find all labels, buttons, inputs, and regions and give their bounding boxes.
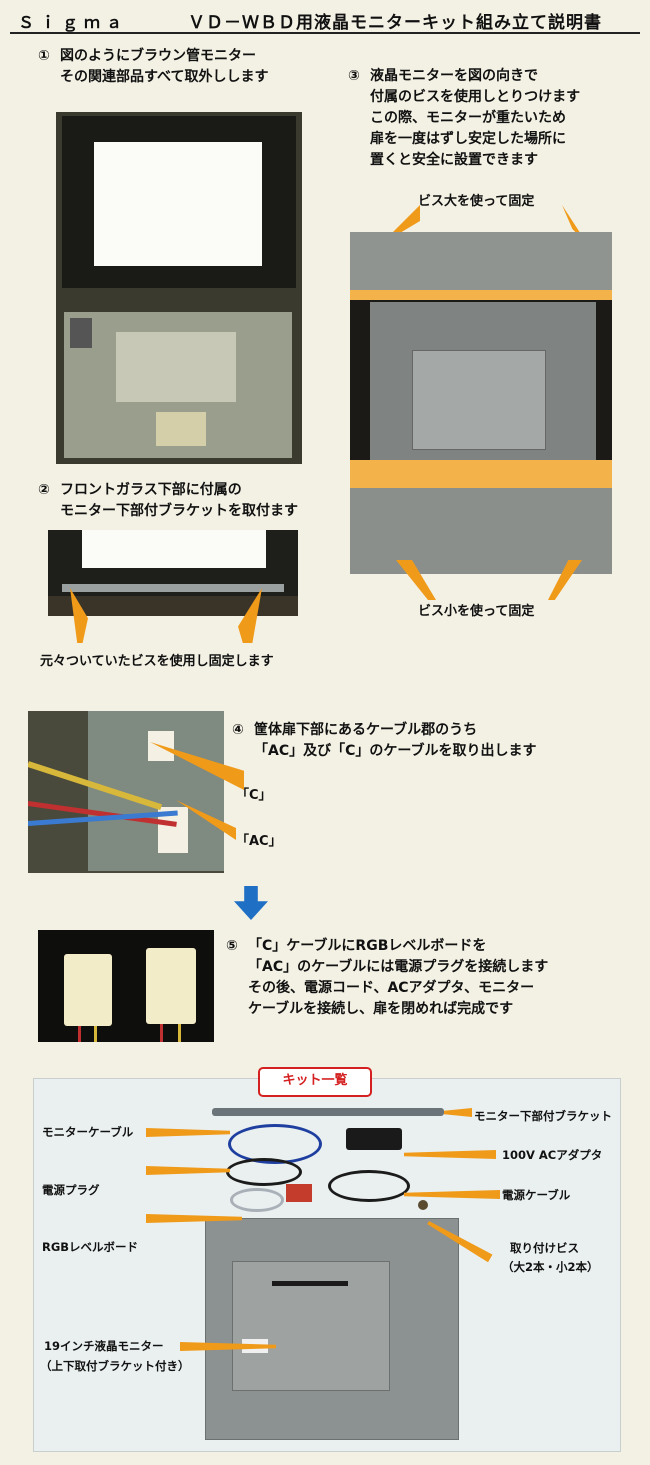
bar-monitor-cable	[146, 1128, 230, 1137]
step2-number: ②	[38, 482, 50, 498]
step4-text: ④ 筐体扉下部にあるケーブル郡のうち 「AC」及び「C」のケーブルを取り出します	[232, 720, 537, 762]
step3-line5: 置くと安全に設置できます	[370, 152, 538, 168]
ac-adapter-item	[346, 1128, 402, 1150]
power-cable-item	[328, 1170, 410, 1202]
label-power-plug: 電源プラグ	[42, 1183, 100, 1197]
label-bracket: モニター下部付ブラケット	[474, 1109, 612, 1123]
label-ac: 「AC」	[236, 834, 282, 849]
step4-line1: 筐体扉下部にあるケーブル郡のうち	[254, 722, 478, 738]
step3-line1: 液晶モニターを図の向きで	[370, 68, 538, 84]
step3-line2: 付属のビスを使用しとりつけます	[370, 89, 581, 105]
step3-line4: 扉を一度はずし安定した場所に	[370, 131, 566, 147]
front-glass-bracket-photo	[48, 530, 298, 616]
step5-number: ⑤	[226, 938, 238, 954]
step5-line1: 「C」ケーブルにRGBレベルボードを	[248, 938, 487, 954]
step5-line2: 「AC」のケーブルには電源プラグを接続します	[248, 959, 549, 975]
screws-item	[418, 1200, 428, 1210]
step3-number: ③	[348, 68, 360, 84]
bar-bracket	[444, 1108, 472, 1117]
label-screws-line1: 取り付けビス	[510, 1241, 579, 1255]
label-rgb-board: RGBレベルボード	[42, 1240, 139, 1254]
step1-line2: その関連部品すべて取外しします	[60, 69, 269, 85]
step3-line3: この際、モニターが重たいため	[370, 110, 566, 126]
step1-line1: 図のようにブラウン管モニター	[60, 48, 256, 64]
bar-power-cable	[404, 1190, 500, 1199]
down-arrow-icon	[234, 886, 268, 920]
crt-cabinet-photo	[56, 112, 302, 464]
bracket-item	[212, 1108, 444, 1116]
step5-line3: その後、電源コード、ACアダプタ、モニター	[248, 980, 535, 996]
step2-note: 元々ついていたビスを使用し固定します	[40, 654, 274, 669]
step5-line4: ケーブルを接続し、扉を閉めれば完成です	[248, 1001, 514, 1017]
connectors-photo	[38, 930, 214, 1042]
step4-line2: 「AC」及び「C」のケーブルを取り出します	[254, 743, 537, 759]
label-power-cable: 電源ケーブル	[502, 1188, 571, 1202]
cable-bundle-photo	[28, 711, 224, 873]
lcd-monitor-item	[205, 1218, 459, 1440]
step3-text: ③ 液晶モニターを図の向きで 付属のビスを使用しとりつけます この際、モニターが重…	[348, 66, 580, 171]
label-lcd-line2: （上下取付ブラケット付き）	[40, 1359, 190, 1373]
page-title: ＶＤ－ＷＢＤ用液晶モニターキット組み立て説明書	[188, 13, 602, 33]
step3-top-callout: ビス大を使って固定	[418, 194, 535, 209]
brand-name: Ｓｉｇｍａ	[18, 13, 129, 32]
power-plug-item	[226, 1158, 302, 1186]
kit-list-title: キット一覧	[258, 1067, 372, 1097]
step2-line1: フロントガラス下部に付属の	[60, 482, 242, 498]
label-monitor-cable: モニターケーブル	[42, 1125, 134, 1139]
label-lcd-line1: 19インチ液晶モニター	[44, 1339, 164, 1353]
rgb-wire-item	[230, 1188, 284, 1212]
step2-line2: モニター下部付ブラケットを取付ます	[60, 503, 298, 519]
step4-number: ④	[232, 722, 244, 738]
step1-number: ①	[38, 48, 50, 64]
bar-lcd	[180, 1342, 276, 1351]
rgb-board-item	[286, 1184, 312, 1202]
header: Ｓｉｇｍａ ＶＤ－ＷＢＤ用液晶モニターキット組み立て説明書	[10, 4, 640, 34]
bar-adapter	[404, 1150, 496, 1159]
label-screws-line2: （大2本・小2本）	[502, 1260, 599, 1274]
step5-text: ⑤ 「C」ケーブルにRGBレベルボードを 「AC」のケーブルには電源プラグを接続し…	[226, 936, 548, 1020]
label-c: 「C」	[236, 788, 272, 803]
step2-text: ② フロントガラス下部に付属の モニター下部付ブラケットを取付ます	[38, 480, 298, 522]
bar-rgb-board	[146, 1214, 242, 1223]
step3-bottom-callout: ビス小を使って固定	[418, 604, 535, 619]
bar-power-plug	[146, 1166, 230, 1175]
label-adapter: 100V ACアダプタ	[502, 1148, 603, 1162]
step1-text: ① 図のようにブラウン管モニター その関連部品すべて取外しします	[38, 46, 268, 88]
lcd-mount-photo	[350, 232, 612, 574]
